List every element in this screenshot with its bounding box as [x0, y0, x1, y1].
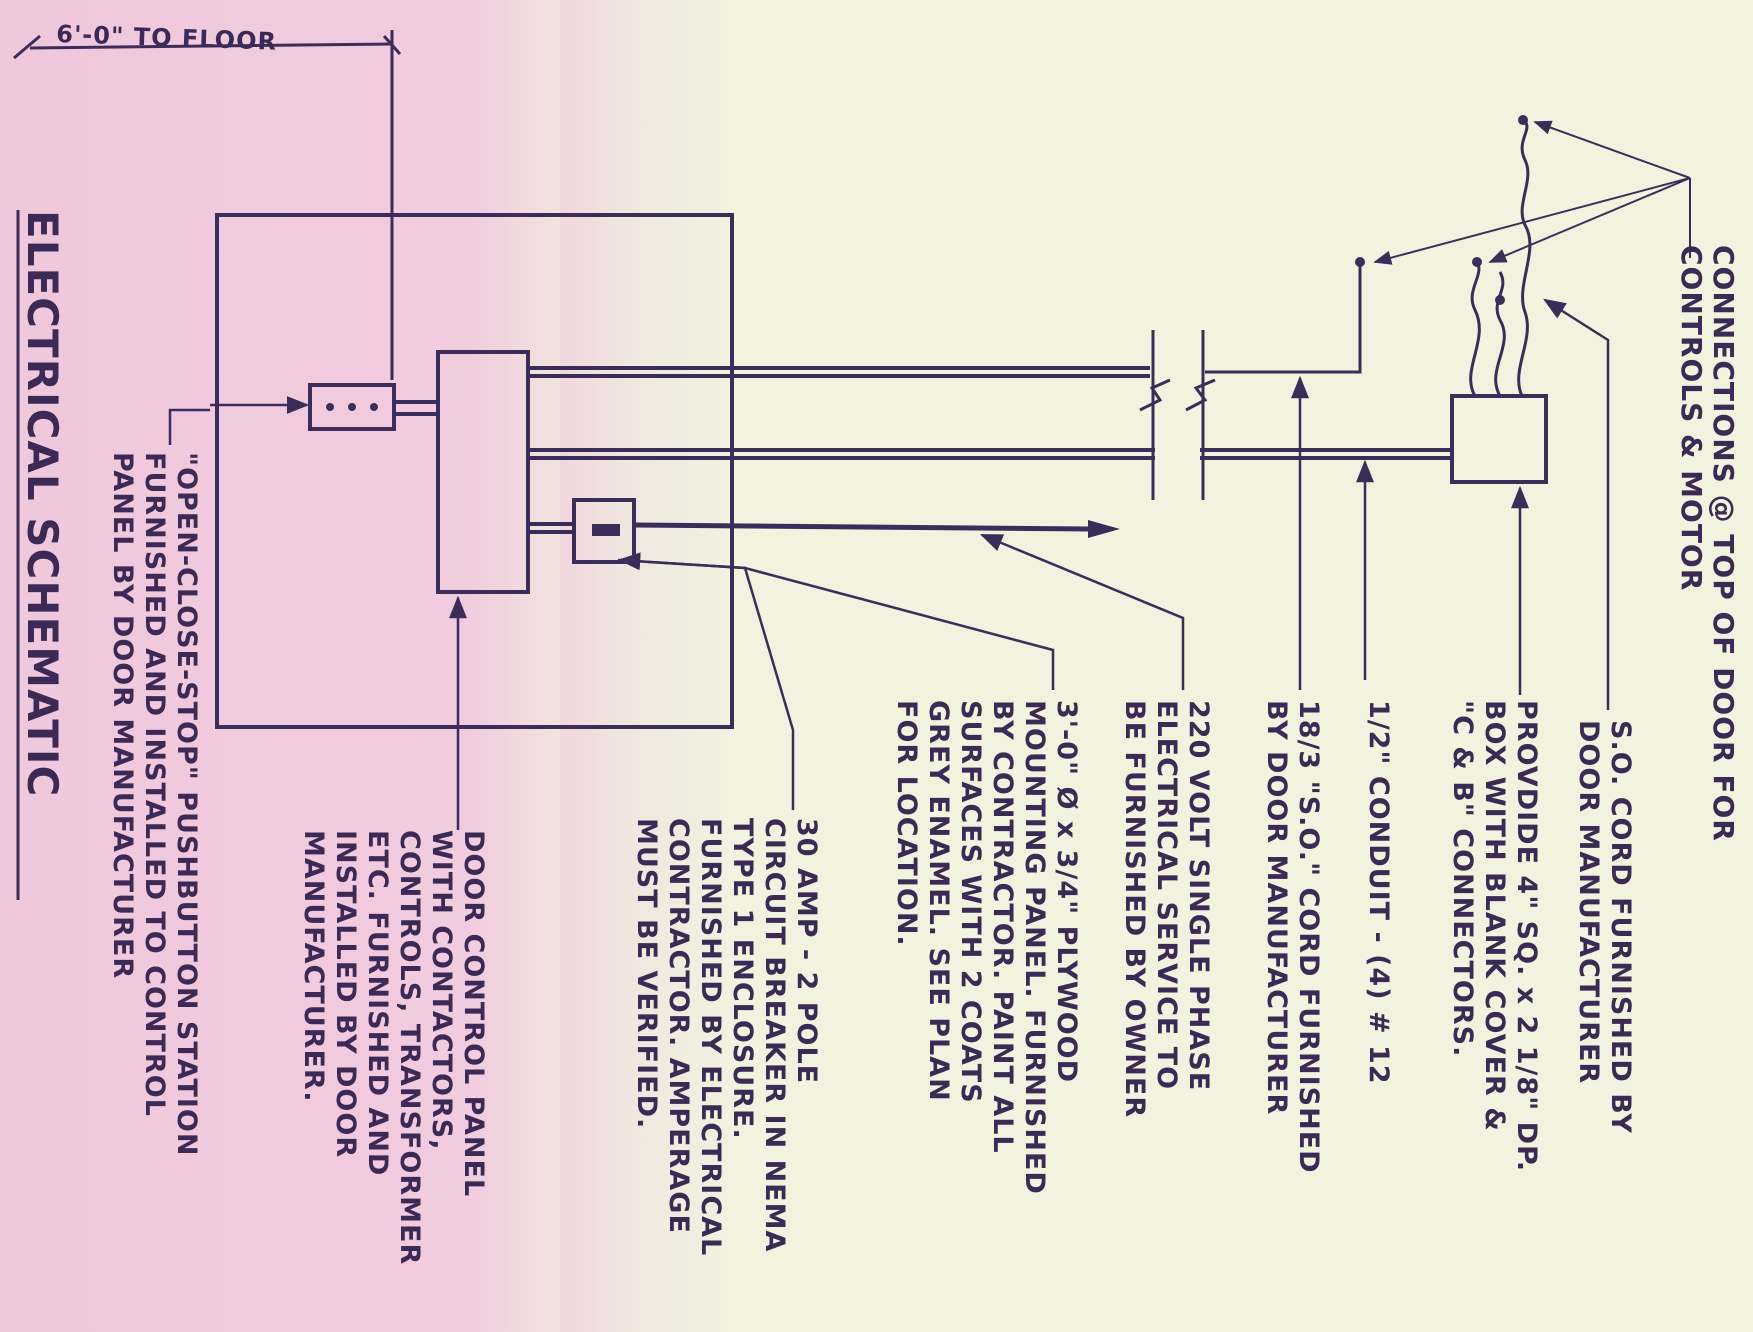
- note-service-line1: 220 VOLT SINGLE PHASE: [1183, 700, 1214, 1091]
- so-cord-leads: [1355, 115, 1532, 397]
- note-conduit: 1/2" CONDUIT - (4) # 12: [1363, 700, 1394, 1085]
- pushbutton-wire: [394, 400, 438, 416]
- note-connections: CONNECTIONS @ TOP OF DOOR FOR CONTROLS &…: [1675, 245, 1740, 842]
- note-connections-line2: CONTROLS & MOTOR: [1675, 245, 1708, 591]
- junction-box: [1450, 394, 1548, 484]
- note-plywood-line4: SURFACES WITH 2 COATS: [955, 700, 986, 1104]
- note-so-cord-line2: DOOR MANUFACTURER: [1573, 720, 1604, 1084]
- note-box: PROVDIDE 4" SQ. x 2 1/8" DP. BOX WITH BL…: [1447, 700, 1542, 1172]
- break-symbol: [1139, 330, 1216, 500]
- note-plywood-line6: FOR LOCATION.: [891, 700, 922, 947]
- circuit-breaker-enclosure: [572, 498, 636, 564]
- note-cord183-line1: 18/3 "S.O." CORD FURNISHED: [1293, 700, 1324, 1174]
- note-pushbutton-line3: PANEL BY DOOR MANUFACTURER: [107, 452, 138, 979]
- note-cord183: 18/3 "S.O." CORD FURNISHED BY DOOR MANUF…: [1261, 700, 1324, 1174]
- note-breaker-line6: MUST BE VERIFIED.: [631, 818, 662, 1129]
- note-control-panel: DOOR CONTROL PANEL WITH CONTACTORS, CONT…: [298, 830, 489, 1265]
- note-pushbutton-line1: "OPEN-CLOSE-STOP" PUSHBUTTON STATION: [171, 452, 202, 1156]
- dimension-line: [13, 30, 402, 380]
- note-control-panel-line1: DOOR CONTROL PANEL: [458, 830, 489, 1197]
- schematic-title: ELECTRICAL SCHEMATIC: [18, 210, 67, 797]
- note-pushbutton-line2: FURNISHED AND INSTALLED TO CONTROL: [139, 452, 170, 1117]
- note-breaker-line1: 30 AMP - 2 POLE: [791, 818, 822, 1084]
- note-breaker-line5: CONTRACTOR. AMPERAGE: [663, 818, 694, 1234]
- note-breaker-line2: CIRCUIT BREAKER IN NEMA: [759, 818, 790, 1252]
- note-so-cord-line1: S.O. CORD FURNISHED BY: [1605, 720, 1636, 1134]
- conductors: [528, 262, 1452, 538]
- connection-leaders: [1373, 120, 1691, 265]
- note-breaker-line4: FURNISHED BY ELECTRICAL: [695, 818, 726, 1256]
- note-plywood-line3: BY CONTRACTOR. PAINT ALL: [987, 700, 1018, 1154]
- pink-paper-fade: [560, 0, 740, 1332]
- note-breaker: 30 AMP - 2 POLE CIRCUIT BREAKER IN NEMA …: [631, 818, 822, 1256]
- note-so-cord: S.O. CORD FURNISHED BY DOOR MANUFACTURER: [1573, 720, 1636, 1134]
- note-breaker-line3: TYPE 1 ENCLOSURE.: [727, 818, 758, 1140]
- plywood-mounting-panel: [215, 213, 734, 729]
- door-control-panel: [436, 350, 530, 594]
- pink-paper-region: [0, 0, 620, 1332]
- note-plywood-line5: GREY ENAMEL. SEE PLAN: [923, 700, 954, 1102]
- note-leaders: [168, 298, 1610, 830]
- note-box-line3: "C & B" CONNECTORS.: [1447, 700, 1478, 1057]
- note-control-panel-line3: CONTROLS, TRANSFORMER: [394, 830, 425, 1265]
- pushbutton-station: [308, 383, 396, 431]
- note-service-line2: ELECTRICAL SERVICE TO: [1151, 700, 1182, 1090]
- note-control-panel-line2: WITH CONTACTORS,: [426, 830, 457, 1151]
- note-connections-line1: CONNECTIONS @ TOP OF DOOR FOR: [1707, 245, 1740, 842]
- note-conduit-line1: 1/2" CONDUIT - (4) # 12: [1363, 700, 1394, 1085]
- dimension-label: 6'-0" TO FLOOR: [56, 20, 278, 56]
- note-plywood-line1: 3'-0" Ø x 3/4" PLYWOOD: [1051, 700, 1082, 1083]
- title-group: ELECTRICAL SCHEMATIC: [16, 210, 67, 900]
- note-service: 220 VOLT SINGLE PHASE ELECTRICAL SERVICE…: [1119, 700, 1214, 1118]
- note-control-panel-line5: INSTALLED BY DOOR: [330, 830, 361, 1158]
- note-plywood-line2: MOUNTING PANEL. FURNISHED: [1019, 700, 1050, 1195]
- note-pushbutton: "OPEN-CLOSE-STOP" PUSHBUTTON STATION FUR…: [107, 452, 202, 1156]
- note-cord183-line2: BY DOOR MANUFACTURER: [1261, 700, 1292, 1115]
- note-plywood: 3'-0" Ø x 3/4" PLYWOOD MOUNTING PANEL. F…: [891, 700, 1082, 1195]
- note-service-line3: BE FURNISHED BY OWNER: [1119, 700, 1150, 1118]
- note-control-panel-line6: MANUFACTURER.: [298, 830, 329, 1102]
- note-box-line2: BOX WITH BLANK COVER &: [1479, 700, 1510, 1132]
- note-box-line1: PROVDIDE 4" SQ. x 2 1/8" DP.: [1511, 700, 1542, 1172]
- note-control-panel-line4: ETC. FURNISHED AND: [362, 830, 393, 1176]
